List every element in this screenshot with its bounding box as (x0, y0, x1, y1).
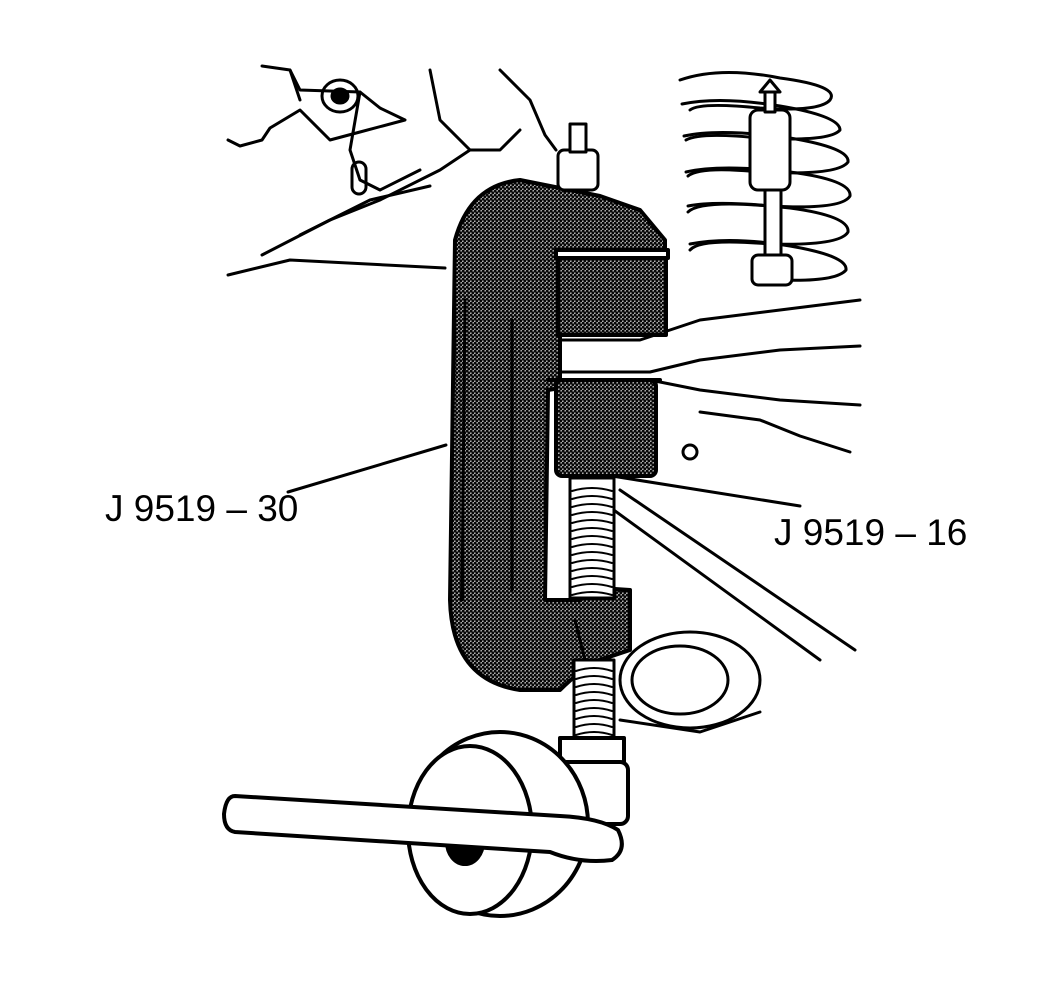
screw-thread (575, 691, 613, 696)
screw-thread (575, 715, 613, 720)
lower-control-arm (546, 298, 862, 461)
leader-line-left (286, 443, 448, 494)
screw-thread (575, 723, 613, 728)
screw-thread (575, 731, 613, 736)
c-frame-press-tool (448, 178, 667, 692)
brake-rotor (618, 630, 762, 734)
leader-line-right (610, 474, 802, 508)
screw-thread (571, 535, 613, 540)
screw-thread (575, 675, 613, 680)
screw-thread (575, 699, 613, 704)
callout-label-j9519-30: J 9519 – 30 (105, 488, 299, 529)
screw-thread (571, 559, 613, 564)
screw-thread (571, 511, 613, 516)
screw-thread (575, 667, 613, 672)
screw-thread (575, 707, 613, 712)
screw-thread (571, 567, 613, 572)
screw-thread (571, 519, 613, 524)
vehicle-frame-background (226, 64, 558, 277)
callout-label-j9519-16: J 9519 – 16 (774, 512, 968, 553)
tie-rod (598, 488, 857, 662)
screw-thread (571, 487, 613, 492)
screw-thread (575, 683, 613, 688)
screw-thread (571, 543, 613, 548)
screw-thread (571, 527, 613, 532)
screw-thread (571, 591, 613, 596)
callout-leader-lines (286, 443, 802, 508)
screw-threads (571, 487, 613, 736)
screw-thread (571, 495, 613, 500)
screw-thread (571, 583, 613, 588)
screw-thread (571, 551, 613, 556)
screw-thread (571, 503, 613, 508)
screw-thread (571, 575, 613, 580)
ratchet-wrench (222, 794, 624, 863)
upper-receiver-cup (554, 248, 670, 337)
lower-receiver-adapter (546, 378, 662, 478)
ball-joint-stud (556, 122, 600, 192)
coil-spring-and-shock (678, 70, 852, 287)
